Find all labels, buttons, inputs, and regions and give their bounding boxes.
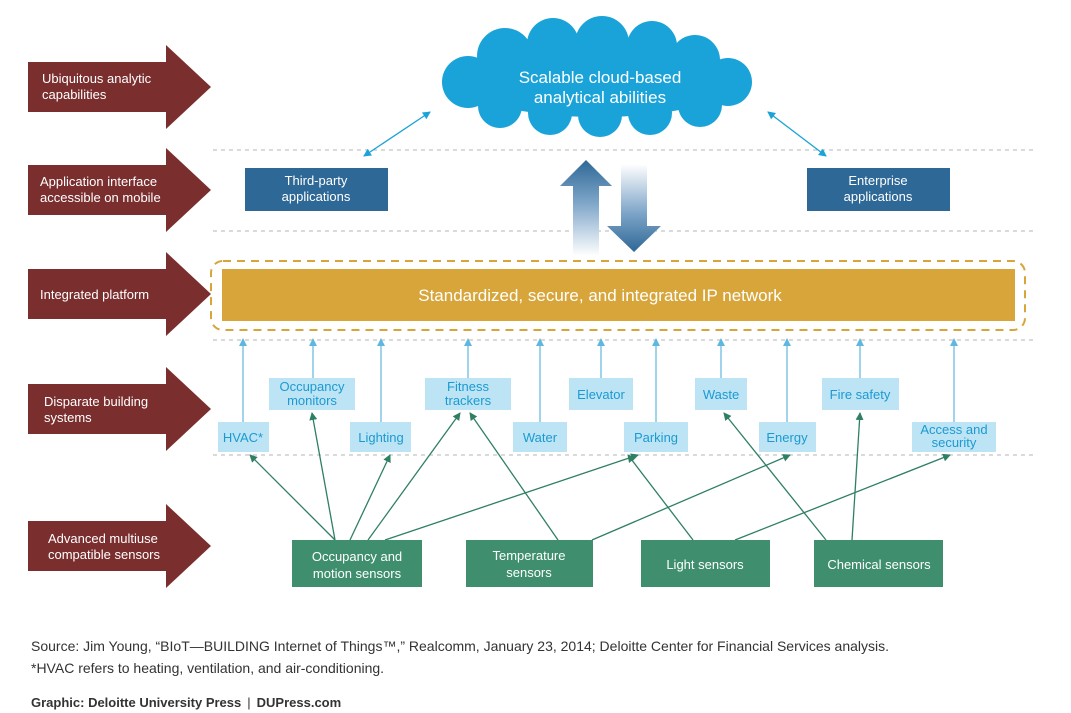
svg-text:sensors: sensors <box>506 565 552 580</box>
hvac-footnote: *HVAC refers to heating, ventilation, an… <box>31 660 385 676</box>
tier-2-label: Application interface <box>40 174 157 189</box>
svg-text:Fire safety: Fire safety <box>830 387 891 402</box>
iot-architecture-diagram: Ubiquitous analytic capabilities Applica… <box>28 16 1036 588</box>
sensor-connectors <box>249 412 951 541</box>
svg-text:Occupancy and: Occupancy and <box>312 549 402 564</box>
third-party-label-line2: applications <box>282 189 351 204</box>
system-occupancy-monitors: Occupancy monitors <box>269 378 355 410</box>
cloud-label-line2: analytical abilities <box>534 88 666 107</box>
svg-text:Waste: Waste <box>703 387 739 402</box>
svg-text:Lighting: Lighting <box>358 430 404 445</box>
third-party-applications-box: Third-party applications <box>245 168 388 211</box>
tier-arrow-4: Disparate building systems <box>28 367 211 451</box>
graphic-credit: Graphic: Deloitte University Press | DUPre… <box>31 695 341 710</box>
tier-3-label: Integrated platform <box>40 287 149 302</box>
tier-1-label-line2: capabilities <box>42 87 107 102</box>
sensor-occupancy-motion: Occupancy and motion sensors <box>292 540 422 587</box>
tier-4-label: Disparate building <box>44 394 148 409</box>
cloud: Scalable cloud-based analytical abilitie… <box>442 16 752 137</box>
tier-arrow-2: Application interface accessible on mobi… <box>28 148 211 232</box>
svg-text:Chemical sensors: Chemical sensors <box>827 557 931 572</box>
svg-text:Fitness: Fitness <box>447 379 489 394</box>
cloud-label: Scalable cloud-based <box>519 68 682 87</box>
tier-5-label-line2: compatible sensors <box>48 547 160 562</box>
system-hvac: HVAC* <box>218 422 269 452</box>
system-elevator: Elevator <box>569 378 633 410</box>
source-note: Source: Jim Young, “BIoT—BUILDING Intern… <box>31 638 890 654</box>
svg-text:Temperature: Temperature <box>493 548 566 563</box>
enterprise-label-line2: applications <box>844 189 913 204</box>
svg-text:Parking: Parking <box>634 430 678 445</box>
tier-arrow-5: Advanced multiuse compatible sensors <box>28 504 211 588</box>
system-to-platform-arrows <box>239 338 958 422</box>
svg-text:Occupancy: Occupancy <box>279 379 345 394</box>
svg-text:Elevator: Elevator <box>577 387 625 402</box>
svg-text:motion sensors: motion sensors <box>313 566 402 581</box>
svg-text:monitors: monitors <box>287 393 337 408</box>
upload-arrow <box>560 160 612 256</box>
system-lighting: Lighting <box>350 422 411 452</box>
sensor-chemical: Chemical sensors <box>814 540 943 587</box>
sensor-temperature: Temperature sensors <box>466 540 593 587</box>
enterprise-applications-box: Enterprise applications <box>807 168 950 211</box>
download-arrow <box>607 164 661 252</box>
tier-5-label: Advanced multiuse <box>48 531 158 546</box>
tier-arrow-3: Integrated platform <box>28 252 211 336</box>
tier-2-label-line2: accessible on mobile <box>40 190 161 205</box>
building-systems: HVAC* Occupancy monitors Lighting Fitnes… <box>218 378 996 452</box>
system-access-security: Access and security <box>912 422 996 452</box>
system-water: Water <box>513 422 567 452</box>
svg-text:HVAC*: HVAC* <box>223 430 263 445</box>
third-party-label: Third-party <box>285 173 348 188</box>
cloud-third-party-arrow <box>363 111 431 157</box>
tier-4-label-line2: systems <box>44 410 92 425</box>
system-waste: Waste <box>695 378 747 410</box>
system-fitness-trackers: Fitness trackers <box>425 378 511 410</box>
graphic-credit-label: Graphic: Deloitte University Press <box>31 695 242 710</box>
credit-separator: | <box>247 695 251 710</box>
svg-text:Energy: Energy <box>766 430 808 445</box>
svg-text:Access and: Access and <box>920 422 987 437</box>
svg-text:trackers: trackers <box>445 393 492 408</box>
sensor-light: Light sensors <box>641 540 770 587</box>
system-fire-safety: Fire safety <box>822 378 899 410</box>
svg-text:Water: Water <box>523 430 558 445</box>
svg-text:security: security <box>932 435 977 450</box>
tier-1-label: Ubiquitous analytic <box>42 71 152 86</box>
system-parking: Parking <box>624 422 688 452</box>
platform-label: Standardized, secure, and integrated IP … <box>418 286 782 305</box>
system-energy: Energy <box>759 422 816 452</box>
svg-text:Light sensors: Light sensors <box>666 557 744 572</box>
cloud-enterprise-arrow <box>767 111 827 157</box>
enterprise-label: Enterprise <box>848 173 907 188</box>
integrated-platform: Standardized, secure, and integrated IP … <box>210 260 1026 331</box>
site-link: DUPress.com <box>256 695 342 710</box>
tier-arrow-1: Ubiquitous analytic capabilities <box>28 45 211 129</box>
